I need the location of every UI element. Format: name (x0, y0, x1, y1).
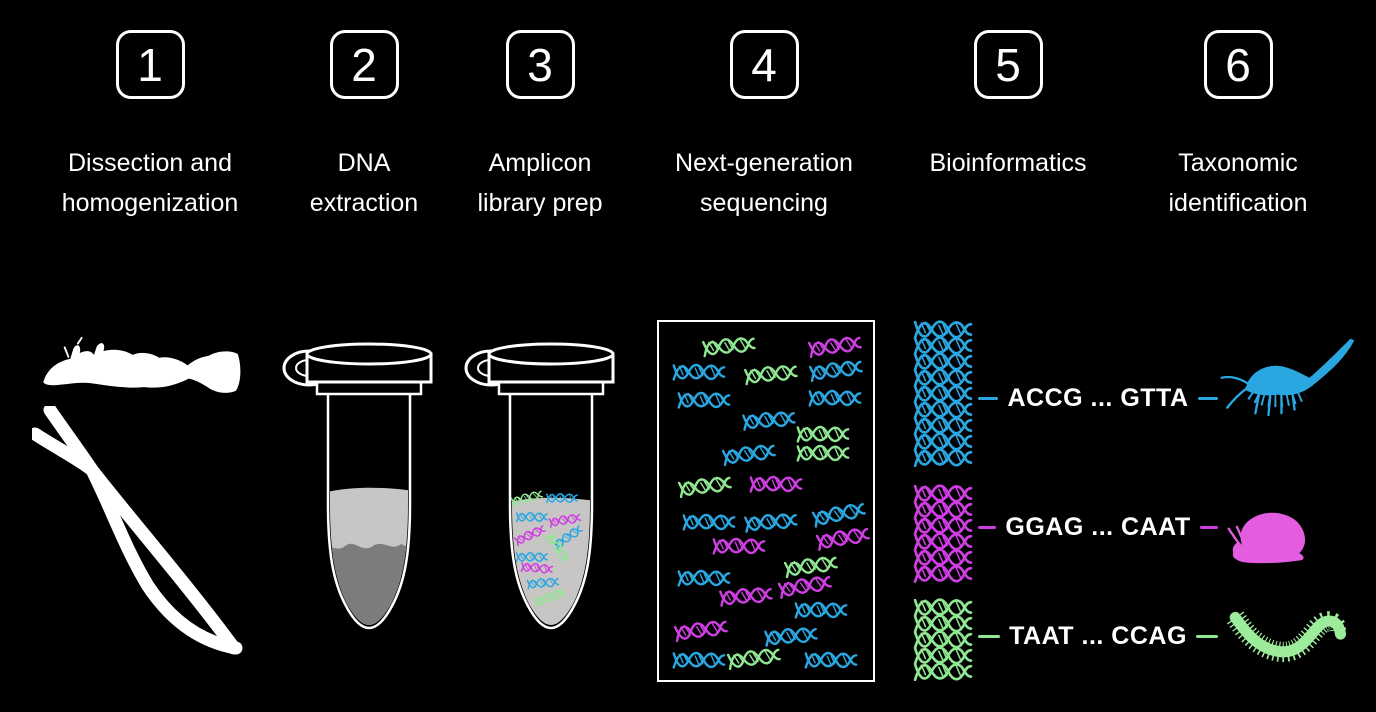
dna-read-icon (912, 658, 974, 690)
dna-strand-icon (806, 330, 865, 362)
link-line (1195, 634, 1218, 638)
snail-silhouette-icon (1227, 512, 1306, 564)
dna-strand-icon (720, 438, 779, 470)
step-label: Taxonomic identification (1168, 149, 1308, 217)
tube-pellet (330, 543, 408, 625)
dna-strand-icon (809, 496, 869, 531)
dna-strand-icon (515, 510, 549, 525)
dna-strand-icon (547, 510, 583, 530)
dna-strand-icon (775, 569, 834, 603)
link-line (1199, 525, 1219, 529)
dna-read-icon (912, 480, 974, 512)
dna-strand-icon (807, 354, 866, 386)
dna-strand-icon (676, 566, 732, 590)
sequence-text: TAAT ... CCAG (1009, 621, 1187, 650)
step-column-6: 6 Taxonomic identification (1140, 30, 1336, 223)
dna-strand-icon (700, 331, 758, 361)
sequence-link-row-magenta: GGAG ... CAAT (978, 510, 1219, 544)
dna-strand-icon (748, 472, 804, 496)
step-label: Amplicon library prep (477, 149, 603, 217)
step-column-3: 3 Amplicon library prep (458, 30, 622, 223)
step-label: Bioinformatics (929, 149, 1087, 177)
dna-strand-icon (742, 507, 800, 536)
dna-read-icon (912, 594, 974, 626)
dna-strand-icon (511, 521, 548, 549)
step-column-2: 2 DNA extraction (290, 30, 438, 223)
step-label: Next-generation sequencing (675, 149, 853, 217)
dna-read-icon (912, 348, 974, 380)
dna-strand-icon (711, 534, 767, 558)
dissection-scissors-icon (32, 406, 243, 655)
dna-strand-icon (813, 521, 872, 555)
dna-strand-icon (807, 386, 863, 410)
step-column-1: 1 Dissection and homogenization (38, 30, 262, 223)
dna-read-icon (912, 380, 974, 412)
step-label: DNA extraction (309, 149, 419, 217)
dna-strand-icon (803, 648, 859, 672)
dna-strand-icon (740, 405, 798, 434)
dna-strand-icon (532, 584, 569, 609)
step-label: Dissection and homogenization (61, 149, 239, 217)
dna-strand-icon (795, 441, 851, 465)
dna-strand-icon (671, 360, 727, 384)
sequence-link-row-blue: ACCG ... GTTA (978, 381, 1218, 415)
dna-strand-icon (519, 559, 554, 577)
dna-read-icon (912, 332, 974, 364)
dna-strand-icon (671, 648, 727, 672)
dna-strand-icon (742, 359, 800, 389)
dna-strand-icon (676, 388, 732, 412)
dna-strand-icon (542, 530, 574, 566)
dna-strand-icon (545, 491, 579, 506)
dna-strand-icon (717, 581, 775, 610)
ngs-strand-field (659, 322, 873, 680)
link-line (978, 525, 997, 529)
dna-read-icon (912, 512, 974, 544)
dna-read-icon (912, 544, 974, 576)
dna-read-icon (912, 642, 974, 674)
dna-strand-icon (762, 621, 820, 650)
amphipod-silhouette-icon (1220, 338, 1355, 417)
step-number-badge: 1 (115, 30, 185, 99)
step-number-badge: 3 (505, 30, 575, 99)
step-number-badge: 6 (1203, 30, 1273, 99)
sequencing-reads-panel (657, 320, 875, 682)
dna-strand-icon (525, 574, 560, 592)
step-number-badge: 2 (329, 30, 399, 99)
step-column-4: 4 Next-generation sequencing (650, 30, 878, 223)
sequence-link-row-green: TAAT ... CCAG (978, 619, 1218, 653)
dna-read-icon (912, 396, 974, 428)
link-line (1197, 396, 1218, 400)
dna-read-icon (912, 610, 974, 642)
dna-strand-icon (515, 550, 549, 565)
dna-strand-icon (509, 486, 546, 509)
dna-strand-icon (795, 422, 851, 446)
sequence-text: ACCG ... GTTA (1007, 383, 1189, 412)
dna-read-icon (912, 428, 974, 460)
dna-read-icon (912, 444, 974, 476)
bristle-worm-silhouette-icon (1226, 611, 1346, 662)
dna-read-icon (912, 560, 974, 592)
dna-read-icon (912, 364, 974, 396)
dna-extraction-tube-icon (282, 342, 433, 630)
step-number-badge: 5 (973, 30, 1043, 99)
dna-strand-icon (681, 510, 737, 534)
sequence-text: GGAG ... CAAT (1005, 512, 1191, 541)
dna-read-icon (912, 316, 974, 348)
tube-dna-field (478, 475, 603, 637)
link-line (978, 634, 1001, 638)
link-line (978, 396, 999, 400)
dna-read-icon (912, 412, 974, 444)
fish-silhouette-icon (43, 336, 241, 397)
dna-read-icon (912, 626, 974, 658)
dna-strand-icon (725, 642, 784, 674)
dna-strand-icon (672, 614, 731, 646)
dna-strand-icon (782, 550, 841, 582)
dna-read-icon (912, 496, 974, 528)
dna-strand-icon (793, 598, 849, 622)
step-column-5: 5 Bioinformatics (896, 30, 1120, 183)
dna-read-icon (912, 528, 974, 560)
step-number-badge: 4 (729, 30, 799, 99)
dna-strand-icon (676, 470, 735, 502)
